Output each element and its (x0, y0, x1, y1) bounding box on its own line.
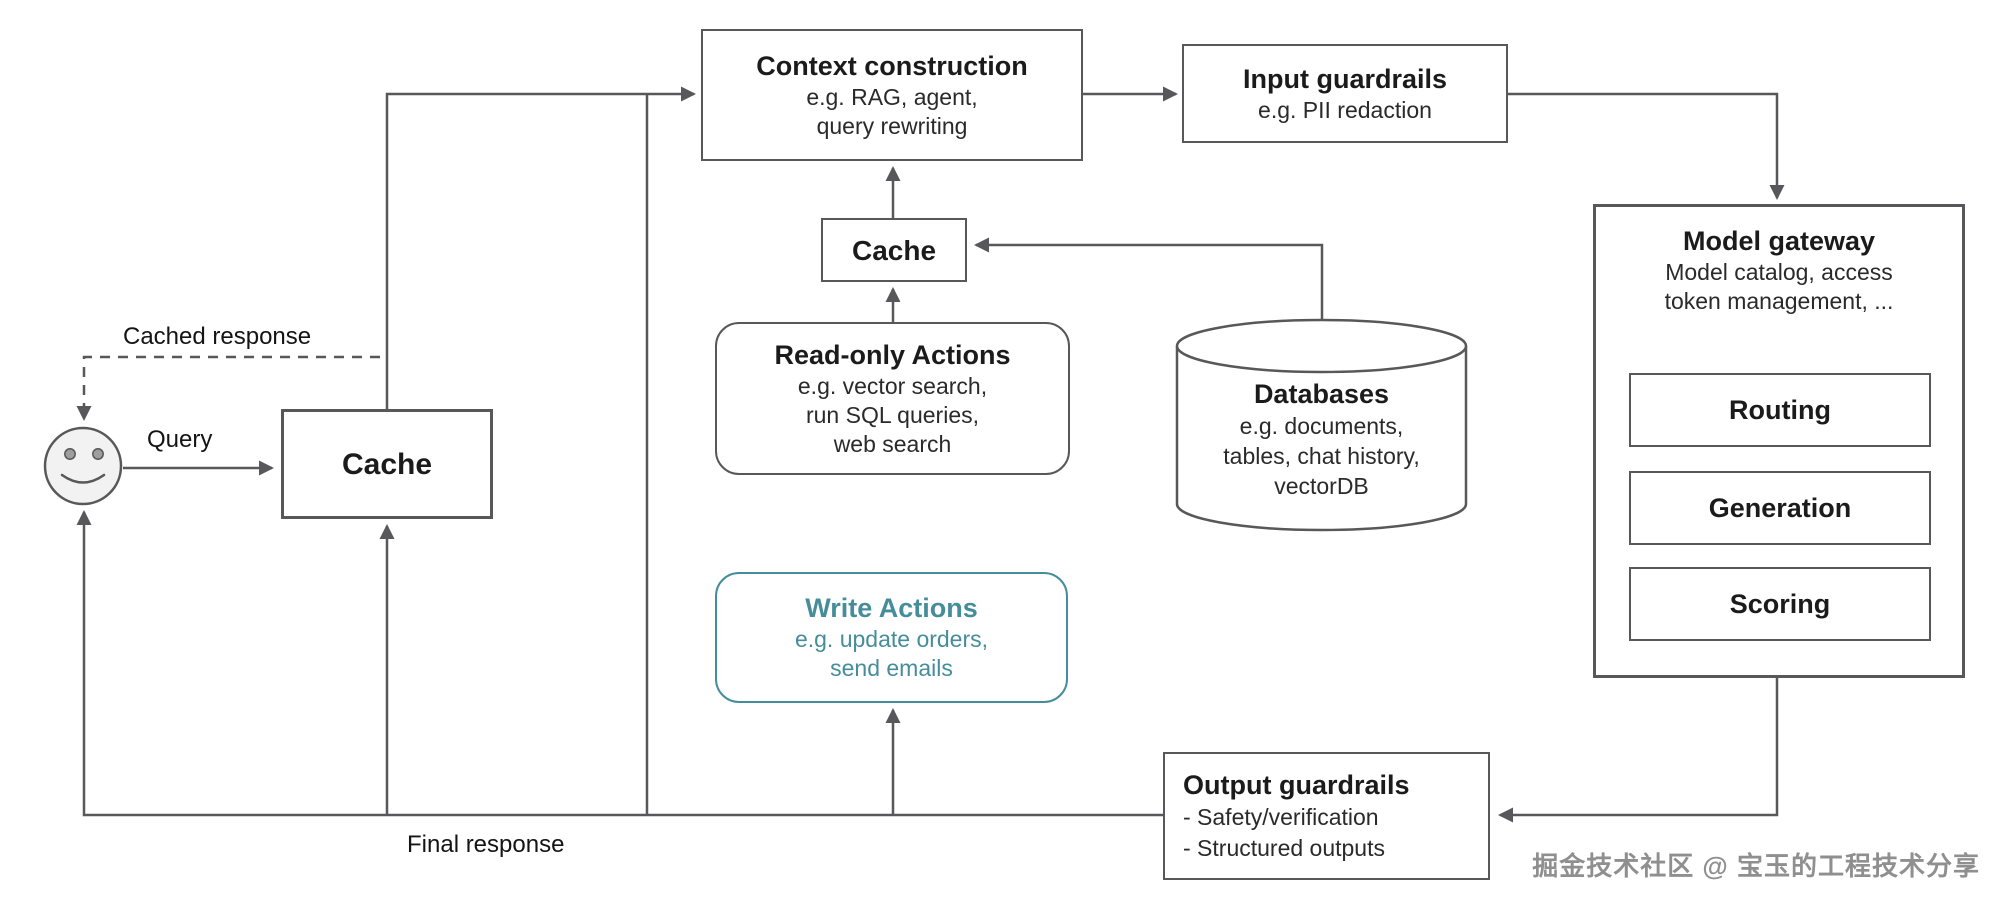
cached-response-label: Cached response (123, 323, 312, 350)
context-construction-subtitle-line: query rewriting (816, 112, 968, 139)
context-construction-title: Context construction (756, 50, 1028, 81)
read-only-actions-title: Read-only Actions (774, 339, 1011, 370)
database-cylinder-icon (1175, 318, 1468, 532)
cache-top-title: Cache (851, 234, 937, 266)
output-guardrails-bullet-line: - Safety/verification (1183, 803, 1379, 830)
context-construction-subtitle-line: e.g. RAG, agent, (806, 83, 978, 110)
cache-user-node: Cache (281, 409, 493, 519)
input-guardrails-node: Input guardrails e.g. PII redaction (1182, 44, 1508, 143)
write-actions-title: Write Actions (805, 593, 978, 623)
databases-subtitle-line: tables, chat history, (1223, 443, 1420, 469)
input-guardrails-subtitle-line: e.g. PII redaction (1258, 96, 1432, 123)
cache-user-title: Cache (341, 447, 433, 481)
model-gateway-node: Model gateway Model catalog, access toke… (1593, 204, 1965, 678)
user-smiley-icon (43, 426, 123, 506)
databases-subtitle-line: vectorDB (1274, 473, 1369, 499)
read-only-actions-subtitle-line: web search (833, 430, 952, 457)
model-gateway-title: Model gateway (1682, 226, 1876, 256)
read-only-actions-node: Read-only Actions e.g. vector search, ru… (715, 322, 1070, 475)
output-guardrails-title: Output guardrails (1183, 769, 1410, 800)
write-actions-subtitle-line: e.g. update orders, (794, 626, 989, 652)
output-guardrails-node: Output guardrails - Safety/verification … (1163, 752, 1490, 880)
write-actions-subtitle-line: send emails (830, 655, 953, 681)
gateway-scoring-box: Scoring (1629, 567, 1931, 641)
input-guardrails-title: Input guardrails (1242, 63, 1448, 94)
read-only-actions-subtitle-line: run SQL queries, (805, 401, 980, 428)
model-gateway-subtitle-line: Model catalog, access (1665, 259, 1893, 285)
read-only-actions-subtitle-line: e.g. vector search, (797, 372, 988, 399)
final-response-label: Final response (407, 831, 565, 858)
write-actions-node: Write Actions e.g. update orders, send e… (715, 572, 1068, 703)
gateway-routing-box: Routing (1629, 373, 1931, 447)
databases-subtitle-line: e.g. documents, (1239, 413, 1404, 439)
watermark-text: 掘金技术社区 @ 宝玉的工程技术分享 (1532, 851, 1980, 881)
databases-title: Databases (1253, 379, 1390, 409)
query-label: Query (147, 426, 213, 453)
databases-node: Databases e.g. documents, tables, chat h… (1175, 318, 1468, 532)
context-construction-node: Context construction e.g. RAG, agent, qu… (701, 29, 1083, 161)
cache-top-node: Cache (821, 218, 967, 282)
output-guardrails-bullet-line: - Structured outputs (1183, 834, 1385, 861)
gateway-generation-box: Generation (1629, 471, 1931, 545)
model-gateway-subtitle-line: token management, ... (1664, 288, 1894, 314)
